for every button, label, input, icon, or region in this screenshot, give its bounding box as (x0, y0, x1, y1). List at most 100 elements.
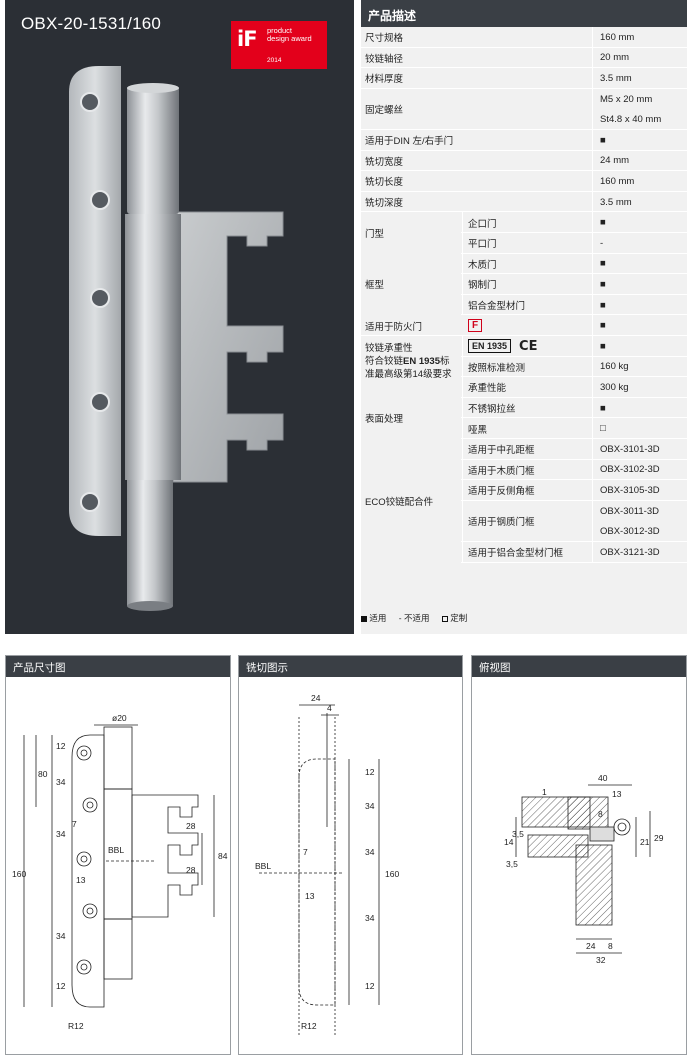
label-28-a: 28 (186, 821, 196, 831)
spec-group-label: 框型 (361, 253, 461, 316)
spec-row: 适用于木质门框 OBX-3102-3D (361, 460, 687, 481)
milling-drawing-panel: 铣切图示 24 4 12 34 34 160 34 12 7 13 BBL R1… (238, 655, 463, 1055)
load-label: 铰链承重性符合铰链EN 1935标准最高级第14级要求 (361, 336, 461, 398)
spec-row: 固定螺丝 M5 x 20 mm St4.8 x 40 mm (361, 89, 687, 130)
spec-sub-label: 适用于木质门框 (468, 465, 535, 477)
spec-sub-label: 木质门 (468, 259, 497, 271)
dimension-drawing-panel: 产品尺寸图 ø20 12 34 80 7 34 160 13 34 12 BBL… (5, 655, 231, 1055)
label-12-bottom: 12 (365, 981, 375, 991)
spec-value: 3.5 mm (600, 72, 632, 84)
label-3-5-b: 3,5 (506, 859, 518, 869)
label-21: 21 (640, 837, 650, 847)
label-13: 13 (76, 875, 86, 885)
spec-label: 适用于DIN 左/右手门 (365, 136, 454, 148)
spec-row: 不锈钢拉丝 ■ (361, 398, 687, 419)
label-24: 24 (311, 693, 321, 703)
spec-row: 铰链轴径 20 mm (361, 48, 687, 69)
spec-value: 24 mm (600, 155, 630, 167)
spec-row: 哑黑 □ (361, 418, 687, 439)
en1935-ce-marks: EN 1935 CE (464, 336, 594, 357)
spec-label: 铰链轴径 (365, 53, 404, 65)
label-bbl: BBL (255, 861, 271, 871)
hinge-illustration (69, 66, 284, 611)
filled-square-icon (361, 615, 367, 622)
spec-sub-label: 平口门 (468, 239, 497, 251)
spec-value: - (600, 237, 604, 249)
top-view-title: 俯视图 (472, 656, 686, 677)
spec-value: □ (600, 423, 606, 435)
spec-value: ■ (600, 217, 606, 229)
label-34-a: 34 (365, 801, 375, 811)
label-32: 32 (596, 955, 606, 965)
label-1: 1 (542, 787, 547, 797)
label-28-b: 28 (186, 865, 196, 875)
spec-sub-label: 承重性能 (468, 383, 507, 395)
spec-value: 20 mm (600, 52, 630, 64)
label-4: 4 (327, 703, 332, 713)
spec-value: ■ (600, 320, 606, 332)
spec-row: 铣切宽度 24 mm (361, 151, 687, 172)
open-square-icon (441, 615, 448, 622)
spec-label: 铣切宽度 (365, 156, 404, 168)
spec-row: 平口门 - (361, 233, 687, 254)
spec-sub-label: 适用于反侧角框 (468, 486, 535, 498)
top-view-panel: 俯视图 1 40 13 14 3,5 3,5 21 29 8 24 8 32 (471, 655, 687, 1055)
label-160: 160 (385, 869, 399, 879)
label-13: 13 (612, 789, 622, 799)
spec-sub-label: 钢制门 (468, 280, 497, 292)
spec-row: 企口门 ■ (361, 212, 687, 233)
label-7: 7 (303, 847, 308, 857)
top-view-drawing: 1 40 13 14 3,5 3,5 21 29 8 24 8 32 (504, 773, 664, 965)
spec-row: 适用于DIN 左/右手门 ■ (361, 130, 687, 151)
spec-value: ■ (600, 278, 606, 290)
en1935-badge: EN 1935 (468, 339, 512, 354)
spec-value: M5 x 20 mm (600, 93, 653, 105)
spec-sub-label: 适用于钢质门框 (468, 517, 535, 529)
label-7: 7 (72, 819, 77, 829)
spec-group-label: 门型 (361, 212, 461, 254)
label-80: 80 (38, 769, 48, 779)
spec-label: 固定螺丝 (365, 105, 404, 117)
dimension-drawing: ø20 12 34 80 7 34 160 13 34 12 BBL 28 28… (12, 713, 228, 1031)
label-24: 24 (586, 941, 596, 951)
label-34-c: 34 (365, 913, 375, 923)
dimension-drawing-title: 产品尺寸图 (6, 656, 230, 677)
spec-row: EN 1935 CE ■ (361, 336, 687, 357)
ce-mark-icon: CE (519, 338, 538, 354)
spec-value: ■ (600, 340, 606, 352)
spec-sub-label: 企口门 (468, 218, 497, 230)
spec-value: OBX-3101-3D (600, 443, 660, 455)
label-34-c: 34 (56, 931, 66, 941)
milling-drawing: 24 4 12 34 34 160 34 12 7 13 BBL R12 (255, 693, 399, 1037)
spec-sub-label: 铝合金型材门 (468, 301, 526, 313)
label-r12: R12 (68, 1021, 84, 1031)
spec-sub-label: 适用于中孔距框 (468, 445, 535, 457)
label-12-top: 12 (56, 741, 66, 751)
spec-value: 300 kg (600, 381, 629, 393)
spec-value: ■ (600, 299, 606, 311)
spec-sub-label: 哑黑 (468, 424, 488, 436)
spec-sub-label: 不锈钢拉丝 (468, 404, 516, 416)
spec-value: St4.8 x 40 mm (600, 114, 662, 126)
spec-value: OBX-3102-3D (600, 464, 660, 476)
label-160: 160 (12, 869, 26, 879)
label-12-bottom: 12 (56, 981, 66, 991)
spec-header: 产品描述 (361, 0, 687, 27)
label-29: 29 (654, 833, 664, 843)
label-3-5-a: 3,5 (512, 829, 524, 839)
spec-value: ■ (600, 402, 606, 414)
label-84: 84 (218, 851, 228, 861)
spec-value: ■ (600, 134, 606, 146)
spec-value: ■ (600, 258, 606, 270)
label-bbl: BBL (108, 845, 124, 855)
spec-label: 适用于防火门 (365, 321, 423, 333)
label-8-top: 8 (598, 809, 603, 819)
spec-group-label: ECO铰链配合件 (361, 439, 461, 563)
spec-row: 木质门 ■ (361, 254, 687, 275)
